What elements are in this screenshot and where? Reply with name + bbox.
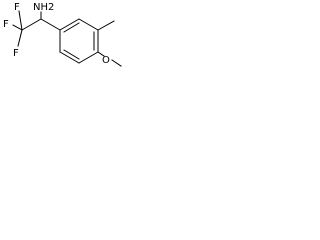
oxygen-label: O [102,55,110,66]
chemical-structure: NH2 F F F O [3,2,122,67]
bond-c-f-left [12,24,23,31]
bond-c-f-top [18,10,23,31]
bond-o-methyl [111,59,122,67]
nh2-label: NH2 [33,2,54,13]
ring-double-bond-3 [63,49,80,60]
fluorine-left-label: F [3,19,9,30]
bond-c-f-bottom [17,29,23,47]
ring-bond-1 [59,18,80,31]
bond-ch-ring [40,18,61,31]
ring-double-bond-1 [63,22,80,33]
ring-bond-2 [78,18,99,31]
ring-bond-5 [59,51,80,64]
fluorine-top-label: F [14,2,20,13]
bond-methyl [97,20,115,31]
ring-bond-4 [78,51,99,64]
fluorine-bottom-label: F [13,48,19,59]
bond-ring-o [97,51,105,57]
bond-cf3-ch [21,18,42,31]
